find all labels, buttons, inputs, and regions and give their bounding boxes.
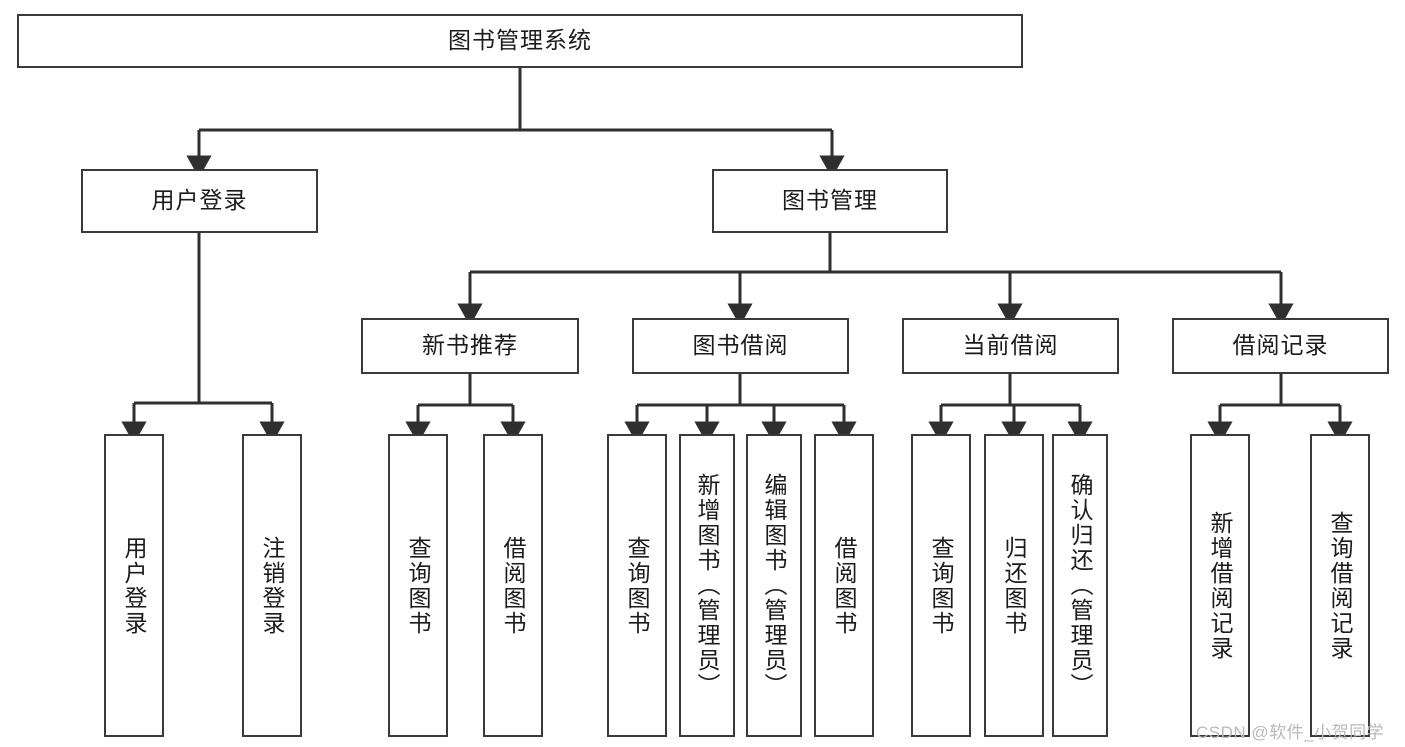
node-root-label: 图书管理系统 xyxy=(448,27,592,54)
node-leaf-borrow-book-2[interactable]: 借阅图书 xyxy=(814,434,874,737)
node-leaf-borrow-book-1[interactable]: 借阅图书 xyxy=(483,434,543,737)
node-new-book-recommend[interactable]: 新书推荐 xyxy=(361,318,579,374)
node-leaf-borrow-book-2-label: 借阅图书 xyxy=(831,535,858,636)
node-leaf-query-borrow-record[interactable]: 查询借阅记录 xyxy=(1310,434,1370,737)
node-leaf-return-book-label: 归还图书 xyxy=(1001,535,1028,636)
node-book-borrow[interactable]: 图书借阅 xyxy=(632,318,849,374)
node-borrow-record[interactable]: 借阅记录 xyxy=(1172,318,1389,374)
node-leaf-logout[interactable]: 注销登录 xyxy=(242,434,302,737)
node-leaf-user-login[interactable]: 用户登录 xyxy=(104,434,164,737)
csdn-watermark: CSDN @软件_小贺同学 xyxy=(1196,723,1385,742)
node-leaf-add-borrow-record-label: 新增借阅记录 xyxy=(1207,510,1234,661)
node-borrow-record-label: 借阅记录 xyxy=(1232,332,1329,359)
node-leaf-query-book-2-label: 查询图书 xyxy=(624,535,651,636)
node-leaf-query-book-3[interactable]: 查询图书 xyxy=(911,434,971,737)
node-new-book-recommend-label: 新书推荐 xyxy=(422,332,518,359)
node-leaf-query-book-3-label: 查询图书 xyxy=(928,535,955,636)
node-book-manage-label: 图书管理 xyxy=(782,187,878,214)
node-leaf-edit-book-label: 编辑图书（管理员） xyxy=(761,473,788,698)
node-root[interactable]: 图书管理系统 xyxy=(17,14,1023,68)
node-leaf-borrow-book-1-label: 借阅图书 xyxy=(500,535,527,636)
node-book-manage[interactable]: 图书管理 xyxy=(712,169,948,233)
node-leaf-return-book[interactable]: 归还图书 xyxy=(984,434,1044,737)
node-current-borrow-label: 当前借阅 xyxy=(962,332,1059,359)
node-leaf-query-book-1-label: 查询图书 xyxy=(405,535,432,636)
node-leaf-query-book-2[interactable]: 查询图书 xyxy=(607,434,667,737)
node-user-login[interactable]: 用户登录 xyxy=(81,169,318,233)
node-leaf-query-borrow-record-label: 查询借阅记录 xyxy=(1327,510,1354,661)
node-leaf-logout-label: 注销登录 xyxy=(259,535,286,636)
node-user-login-label: 用户登录 xyxy=(151,187,248,214)
node-leaf-user-login-label: 用户登录 xyxy=(121,535,148,636)
node-leaf-query-book-1[interactable]: 查询图书 xyxy=(388,434,448,737)
node-leaf-edit-book[interactable]: 编辑图书（管理员） xyxy=(746,434,802,737)
node-leaf-confirm-return-label: 确认归还（管理员） xyxy=(1067,473,1094,698)
node-leaf-add-book-label: 新增图书（管理员） xyxy=(694,473,721,698)
node-current-borrow[interactable]: 当前借阅 xyxy=(902,318,1119,374)
node-leaf-confirm-return[interactable]: 确认归还（管理员） xyxy=(1052,434,1108,737)
node-leaf-add-book[interactable]: 新增图书（管理员） xyxy=(679,434,735,737)
node-leaf-add-borrow-record[interactable]: 新增借阅记录 xyxy=(1190,434,1250,737)
node-book-borrow-label: 图书借阅 xyxy=(692,332,789,359)
